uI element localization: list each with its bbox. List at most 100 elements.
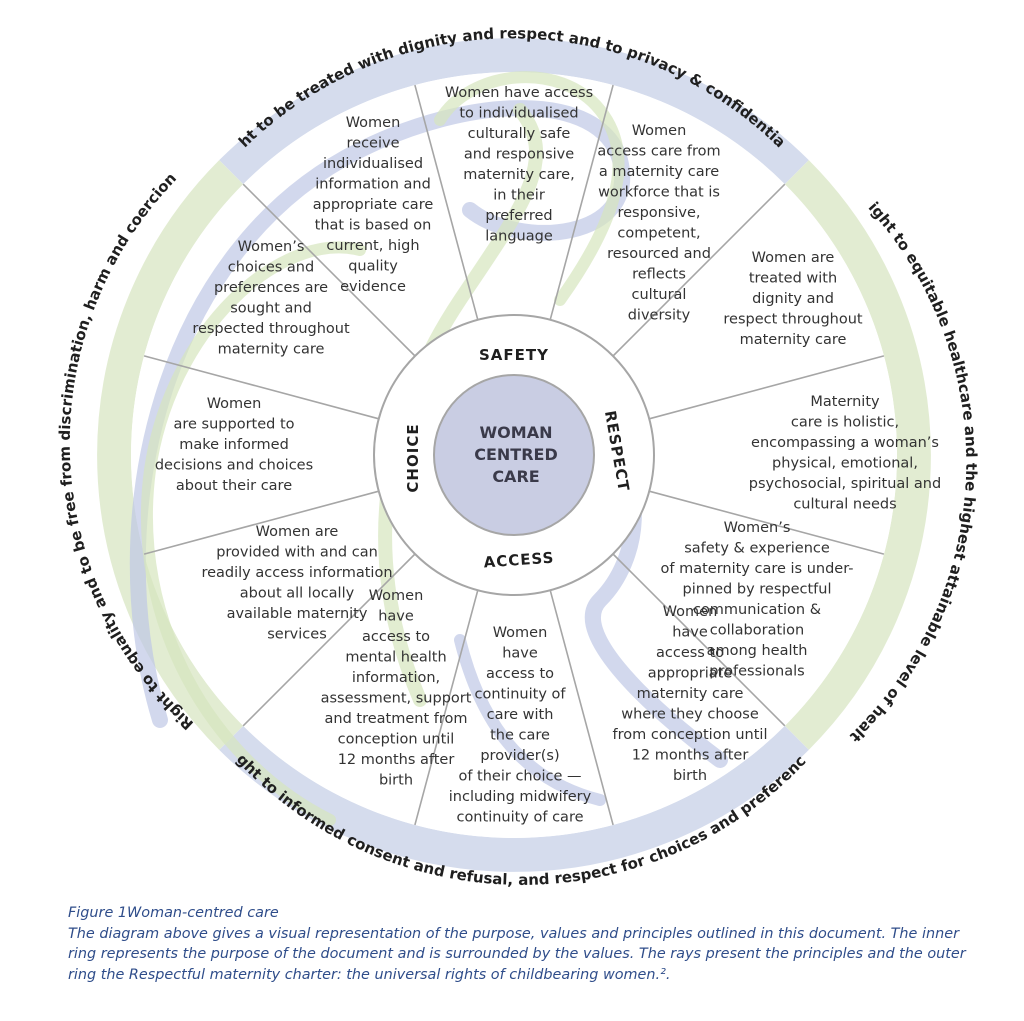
outer-arc-right — [784, 160, 931, 750]
principle-3-line: Women are — [752, 250, 835, 266]
principle-9-line: services — [267, 627, 327, 643]
principle-9-line: Women are — [256, 524, 339, 540]
principle-2-line: competent, — [617, 226, 700, 242]
principle-8-line: Women — [369, 588, 424, 604]
principle-2: Women access care from a maternity care wor… — [597, 123, 720, 324]
principle-texts: Women have access to individualised cultur… — [155, 85, 941, 826]
ray-line-8 — [414, 589, 479, 826]
value-access: ACCESS — [483, 549, 555, 572]
principle-1-line: maternity care, — [463, 167, 574, 183]
principle-10-line: decisions and choices — [155, 458, 313, 474]
principle-7-line: the care — [490, 728, 550, 744]
principle-1-line: Women have access — [445, 85, 593, 101]
outer-arc-bottom — [219, 725, 809, 872]
principle-7-line: Women — [493, 625, 548, 641]
principle-2-line: access care from — [597, 144, 720, 160]
principle-2-line: resourced and — [607, 246, 711, 262]
principle-5-line: collaboration — [710, 623, 804, 639]
principle-7-line: including midwifery — [449, 789, 592, 805]
center-label: WOMAN CENTRED CARE — [474, 423, 558, 486]
principle-6-line: from conception until — [613, 727, 768, 743]
principle-rays — [143, 84, 885, 826]
principle-1-line: in their — [493, 188, 545, 204]
principle-8-line: mental health — [345, 650, 446, 666]
principle-8-line: access to — [362, 629, 430, 645]
ray-line-3 — [612, 183, 786, 357]
principle-11-line: sought and — [230, 301, 312, 317]
ray-line-7 — [549, 589, 614, 826]
ray-line-10 — [143, 490, 380, 555]
principle-8-line: conception until — [338, 732, 455, 748]
center-line-3: CARE — [492, 467, 539, 486]
principle-5-line: communication & — [693, 602, 821, 618]
principle-8-line: 12 months after — [338, 752, 455, 768]
principle-6-line: where they choose — [621, 707, 759, 723]
ray-line-5 — [648, 490, 885, 555]
principle-12-line: receive — [347, 136, 400, 152]
principle-6-line: Women — [663, 604, 718, 620]
principle-2-line: Women — [632, 123, 687, 139]
principle-4-line: psychosocial, spiritual and — [749, 476, 941, 492]
swirl-stroke-6 — [454, 634, 606, 806]
center-circle — [433, 374, 595, 536]
value-choice: CHOICE — [404, 423, 422, 492]
principle-10-line: make informed — [179, 437, 289, 453]
principle-12-line: that is based on — [315, 218, 432, 234]
principle-6-line: 12 months after — [632, 748, 749, 764]
principle-2-line: reflects — [632, 267, 686, 283]
principle-11-line: choices and — [228, 260, 314, 276]
ray-line-2 — [549, 84, 614, 321]
principle-8-line: birth — [379, 773, 413, 789]
principle-12-line: individualised — [323, 156, 423, 172]
principle-11-line: Women’s — [238, 239, 305, 255]
principle-7-line: of their choice — — [458, 769, 581, 785]
principle-1-line: language — [485, 229, 553, 245]
principle-2-line: diversity — [628, 308, 691, 324]
swirl-stroke-2 — [140, 241, 366, 826]
value-safety: SAFETY — [479, 346, 549, 364]
principle-7-line: access to — [486, 666, 554, 682]
principle-10-line: about their care — [176, 478, 292, 494]
principle-4-line: cultural needs — [793, 497, 896, 513]
principle-6-line: access to — [656, 645, 724, 661]
principle-12-line: Women — [346, 115, 401, 131]
principle-1-line: to individualised — [459, 106, 578, 122]
principle-12-line: appropriate care — [313, 197, 434, 213]
principle-9-line: available maternity — [227, 606, 368, 622]
principle-9-line: provided with and can — [216, 545, 378, 561]
principle-5-line: pinned by respectful — [683, 582, 832, 598]
principle-2-line: workforce that is — [598, 185, 720, 201]
principle-8-line: information, — [352, 670, 440, 686]
principle-8-line: have — [378, 609, 414, 625]
principle-3-line: dignity and — [752, 291, 834, 307]
principle-7-line: care with — [487, 707, 554, 723]
ray-line-6 — [612, 553, 786, 727]
outer-arc-top — [219, 38, 809, 185]
outer-arc-left — [97, 160, 244, 750]
principle-12-line: current, high — [326, 238, 419, 254]
center-line-1: WOMAN — [480, 423, 553, 442]
principle-4-line: physical, emotional, — [772, 456, 918, 472]
caption-body: The diagram above gives a visual represe… — [68, 925, 966, 983]
principle-2-line: a maternity care — [599, 164, 719, 180]
principle-3-line: treated with — [749, 271, 837, 287]
principle-4-line: care is holistic, — [791, 415, 899, 431]
principle-2-line: cultural — [632, 287, 687, 303]
ray-line-4 — [648, 355, 885, 420]
center-line-2: CENTRED — [474, 445, 558, 464]
principle-7-line: have — [502, 646, 538, 662]
principle-7-line: provider(s) — [480, 748, 559, 764]
principle-11-line: maternity care — [218, 342, 325, 358]
principle-6-line: appropriate — [648, 666, 733, 682]
principle-8-line: and treatment from — [325, 711, 468, 727]
principle-3-line: respect throughout — [723, 312, 863, 328]
swirl-stroke-3 — [378, 103, 543, 707]
principle-6-line: maternity care — [637, 686, 744, 702]
